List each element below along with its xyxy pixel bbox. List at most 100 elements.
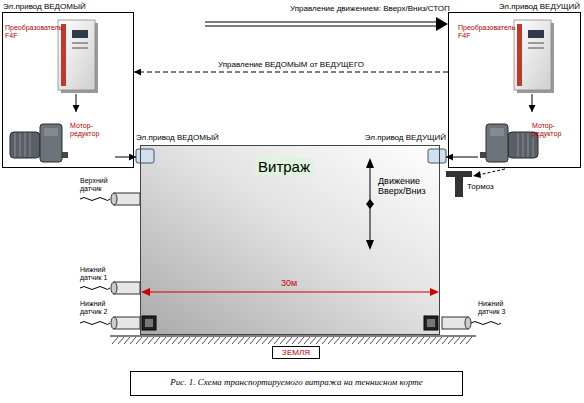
connector	[134, 72, 448, 73]
hatch-stroke	[412, 337, 418, 344]
actuator-icon	[136, 149, 154, 163]
hatch-stroke	[238, 337, 244, 344]
annotation-label: Верхний датчик	[80, 177, 114, 193]
hatch-stroke	[448, 337, 454, 344]
actuator-node: Эл.привод ВЕДУЩИЙ	[366, 133, 446, 164]
control-arrow-line	[205, 25, 438, 26]
hatch-stroke	[202, 337, 208, 344]
control-arrowhead	[436, 17, 448, 31]
hatch-stroke	[208, 337, 214, 344]
hatch-stroke	[316, 337, 322, 344]
hatch-stroke	[370, 337, 376, 344]
glass-wall	[140, 145, 440, 335]
hatch-stroke	[142, 337, 148, 344]
node-text: Эл.привод ВЕДУЩИЙ	[499, 2, 580, 11]
hatch-stroke	[436, 337, 442, 344]
node-text: Мотор-редуктор	[532, 122, 574, 138]
brake-symbol	[455, 177, 463, 197]
converter-node: Преобразователь F4F	[5, 18, 97, 94]
hatch-stroke	[346, 337, 352, 344]
corner-block	[145, 319, 153, 327]
hatch-stroke	[400, 337, 406, 344]
hatch-stroke	[340, 337, 346, 344]
hatch-stroke	[256, 337, 262, 344]
annotation-label: Управление движением: Вверх/Вниз/СТОП	[290, 4, 450, 13]
sensor-wire	[80, 287, 110, 290]
hatch-stroke	[442, 337, 448, 344]
sensor-wire	[80, 198, 110, 201]
annotation-label: Движение Вверх/Вниз	[378, 176, 436, 197]
connector	[115, 157, 136, 158]
hatch-stroke	[322, 337, 328, 344]
connector	[446, 157, 478, 158]
hatch-stroke	[130, 337, 136, 344]
hatch-stroke	[136, 337, 142, 344]
ground-line	[110, 335, 476, 336]
annotation-label: Нижний датчик 2	[80, 300, 114, 316]
dimension-line	[148, 291, 432, 292]
hatch-stroke	[112, 337, 118, 344]
hatch-stroke	[250, 337, 256, 344]
hatch-stroke	[430, 337, 436, 344]
hatch-stroke	[388, 337, 394, 344]
hatch-stroke	[184, 337, 190, 344]
motion-diamond	[366, 199, 374, 209]
figure-caption: Рис. 1. Схема транспортируемого витража …	[131, 377, 462, 387]
brake-control-arrowhead	[473, 171, 481, 178]
hatch-stroke	[334, 337, 340, 344]
hatch-stroke	[460, 337, 466, 344]
brake-symbol	[446, 171, 472, 177]
actuator-icon	[428, 149, 446, 163]
annotation-label: 30м	[281, 278, 297, 288]
hatch-stroke	[178, 337, 184, 344]
motion-arrowhead	[366, 240, 374, 250]
hatch-stroke	[424, 337, 430, 344]
converter-icon	[58, 20, 98, 93]
node-text: Мотор-редуктор	[70, 122, 112, 138]
annotation-label: Тормоз	[467, 182, 494, 191]
node-text: ЗЕМЛЯ	[273, 347, 319, 358]
dimension-arrowhead	[141, 288, 150, 296]
hatch-stroke	[280, 337, 286, 344]
hatch-stroke	[154, 337, 160, 344]
hatch-stroke	[286, 337, 292, 344]
hatch-stroke	[382, 337, 388, 344]
ground-box: ЗЕМЛЯ	[272, 346, 320, 359]
hatch-stroke	[418, 337, 424, 344]
hatch-stroke	[376, 337, 382, 344]
annotation-label: Нижний датчик 3	[478, 300, 516, 316]
sensor-wire	[80, 322, 110, 325]
converter-node: Преобразователь F4F	[456, 18, 578, 94]
caption-frame	[131, 372, 463, 396]
brake-control-line	[478, 169, 505, 175]
sensor-symbol	[111, 282, 140, 294]
hatch-stroke	[262, 337, 268, 344]
converter-icon	[514, 20, 554, 93]
hatch-stroke	[298, 337, 304, 344]
ground-hatch	[112, 337, 472, 344]
dimension-arrowhead	[430, 288, 439, 296]
connector-label: Управление ВЕДОМЫМ от ВЕДУЩЕГО	[216, 60, 366, 69]
node-text: Преобразователь F4F	[458, 24, 510, 40]
corner-block	[424, 316, 438, 330]
hatch-stroke	[124, 337, 130, 344]
hatch-stroke	[172, 337, 178, 344]
node-text: Витраж	[255, 158, 313, 175]
hatch-stroke	[232, 337, 238, 344]
hatch-stroke	[244, 337, 250, 344]
hatch-stroke	[118, 337, 124, 344]
connector	[76, 94, 77, 112]
node-text: Эл.привод ВЕДОМЫЙ	[136, 133, 219, 142]
annotation-label: Нижний датчик 1	[80, 266, 114, 282]
corner-block	[142, 316, 156, 330]
hatch-stroke	[220, 337, 226, 344]
glass-wall-node: Витраж	[140, 145, 440, 335]
hatch-stroke	[160, 337, 166, 344]
node-text: Эл.привод ВЕДОМЫЙ	[3, 2, 86, 11]
sensor-symbol	[111, 317, 140, 329]
node-text: Эл.привод ВЕДУЩИЙ	[365, 133, 446, 142]
drive-box: Преобразователь F4FМотор-редукторЭл.прив…	[448, 12, 581, 168]
hatch-stroke	[214, 337, 220, 344]
hatch-stroke	[310, 337, 316, 344]
